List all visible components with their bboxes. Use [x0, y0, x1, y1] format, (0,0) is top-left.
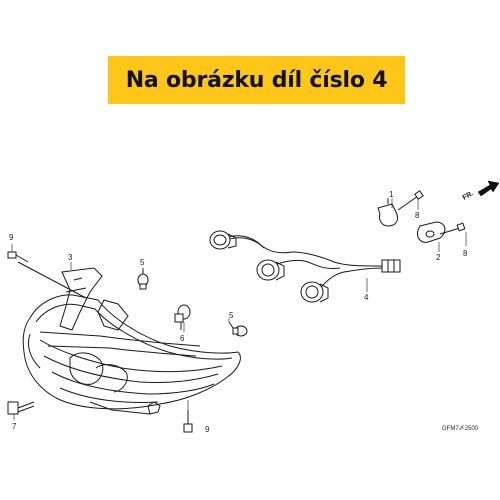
leader-lines [11, 198, 467, 420]
callout-6: 6 [180, 334, 185, 343]
callout-2: 2 [436, 253, 441, 262]
bulb-right [228, 321, 248, 337]
forward-arrow-icon [477, 180, 500, 197]
callout-9-bottom: 9 [205, 425, 210, 434]
screw-9-left [7, 251, 29, 263]
highlight-banner: Na obrázku díl číslo 4 [108, 56, 405, 104]
callout-4: 4 [364, 293, 369, 302]
callout-1: 1 [389, 190, 394, 199]
screw-9-bottom [183, 410, 193, 433]
callout-3: 3 [68, 253, 73, 262]
direction-marker: FR. [462, 180, 500, 202]
headlight-assembly [17, 261, 241, 415]
bulb-socket-6 [174, 304, 191, 330]
callout-8-top: 8 [415, 211, 420, 220]
diagram-code: GFM7〆2500 [442, 425, 479, 432]
bolt-7 [7, 401, 35, 415]
screw-8-right [439, 222, 466, 235]
clamp-1 [377, 198, 399, 227]
clamp-2 [417, 221, 446, 243]
bulb-left [137, 268, 149, 290]
direction-label: FR. [462, 190, 475, 202]
callout-5-right: 5 [229, 311, 234, 320]
callout-9-left: 9 [9, 233, 14, 242]
screw-8-top [397, 190, 424, 211]
wire-harness [209, 230, 401, 303]
callout-7: 7 [12, 422, 17, 431]
banner-text: Na obrázku díl číslo 4 [125, 67, 388, 93]
callout-8-right: 8 [463, 249, 468, 258]
callout-5-left: 5 [140, 258, 145, 267]
